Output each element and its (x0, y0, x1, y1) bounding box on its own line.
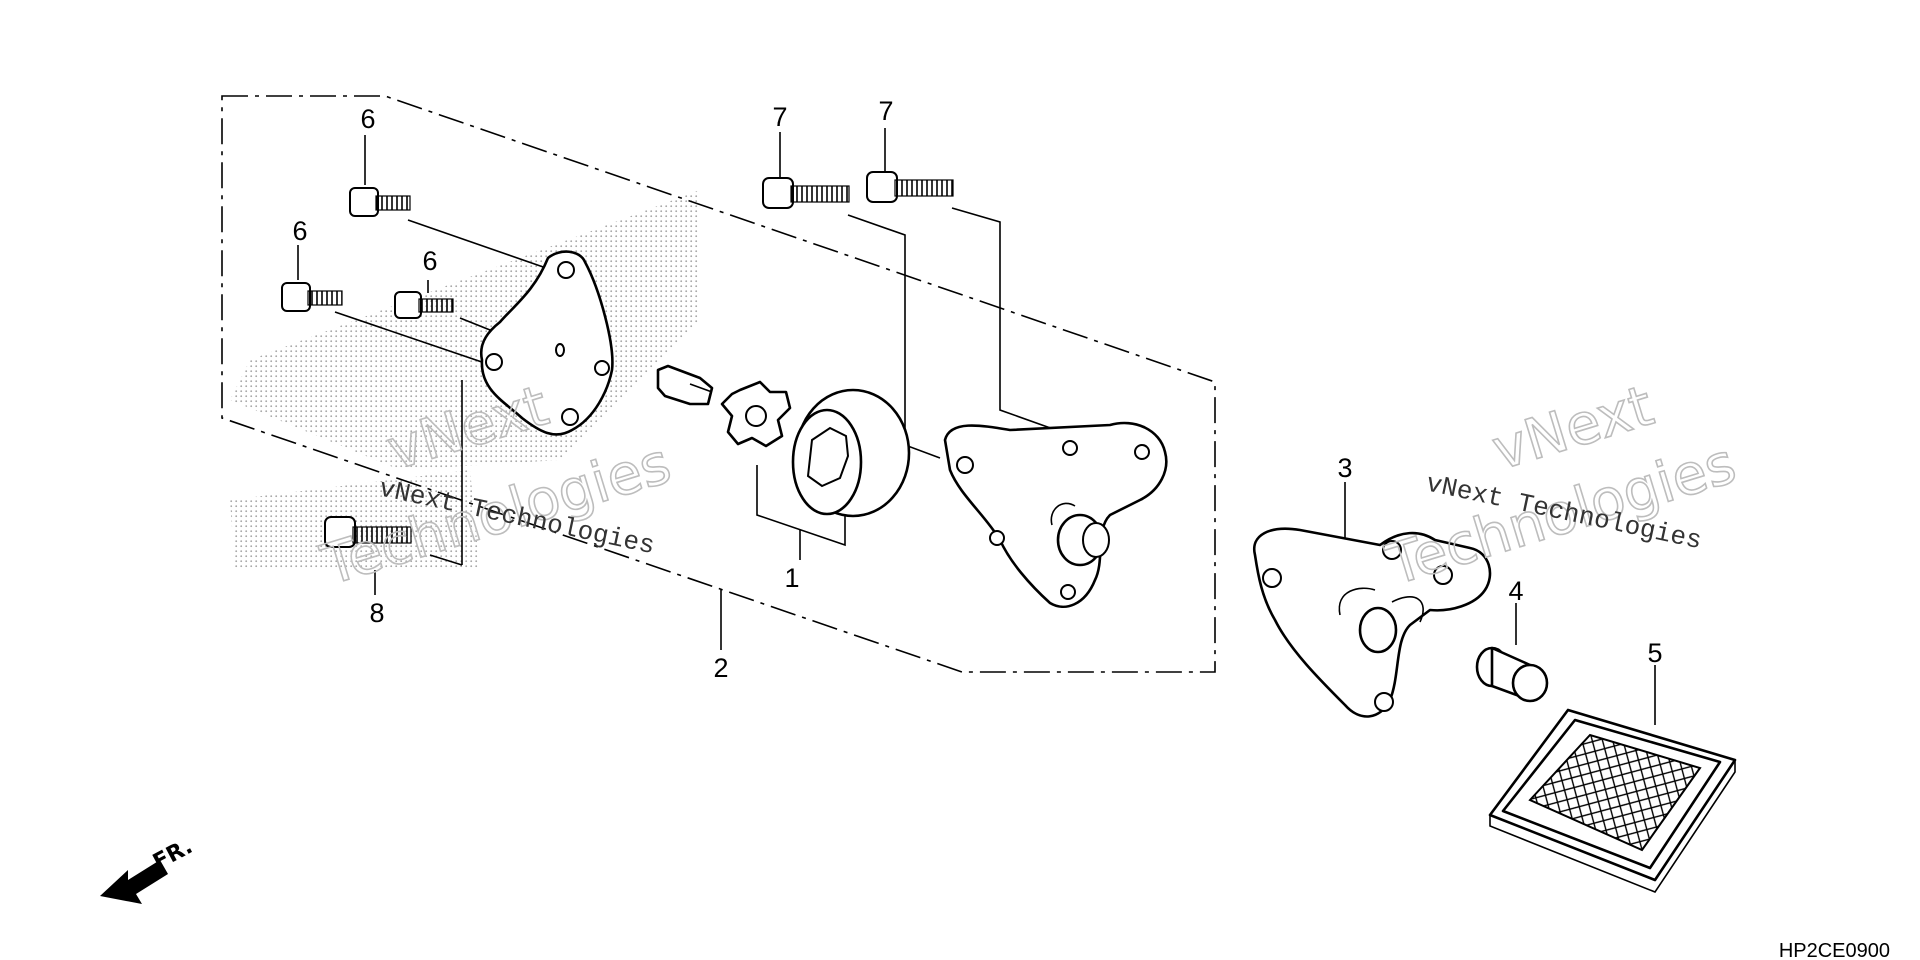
watermark-right: vNext Technologies vNext Technologies (1378, 373, 1744, 600)
pump-shaft (656, 364, 714, 406)
bolt-7-right (866, 171, 954, 203)
callout-3: 3 (1337, 453, 1352, 483)
callout-7a: 7 (772, 102, 787, 132)
callout-4: 4 (1508, 576, 1523, 606)
collar (1475, 646, 1549, 703)
callout-6b: 6 (292, 216, 307, 246)
bolt-6-top (349, 187, 411, 217)
front-direction-arrow: FR. (100, 834, 197, 904)
outer-rotor (791, 388, 911, 518)
gasket (1252, 527, 1492, 718)
inner-rotor (720, 380, 792, 448)
assembly-boundary (221, 95, 1216, 673)
callout-6a: 6 (360, 104, 375, 134)
bolt-6-left (281, 282, 343, 312)
callout-8: 8 (369, 598, 384, 628)
callout-7b: 7 (878, 96, 893, 126)
bolt-8 (324, 516, 412, 548)
diagram-code: HP2CE0900 (1779, 940, 1890, 960)
callout-6c: 6 (422, 246, 437, 276)
strainer (1488, 708, 1737, 893)
pump-cover-plate (479, 250, 614, 436)
bolt-7-left (762, 177, 850, 209)
callout-labels: 1 2 3 4 5 6 6 6 7 7 8 (292, 96, 1662, 683)
callout-5: 5 (1647, 638, 1662, 668)
pump-body (943, 421, 1168, 608)
callout-1: 1 (784, 563, 799, 593)
bolt-6-middle (394, 291, 454, 319)
callout-2: 2 (713, 653, 728, 683)
